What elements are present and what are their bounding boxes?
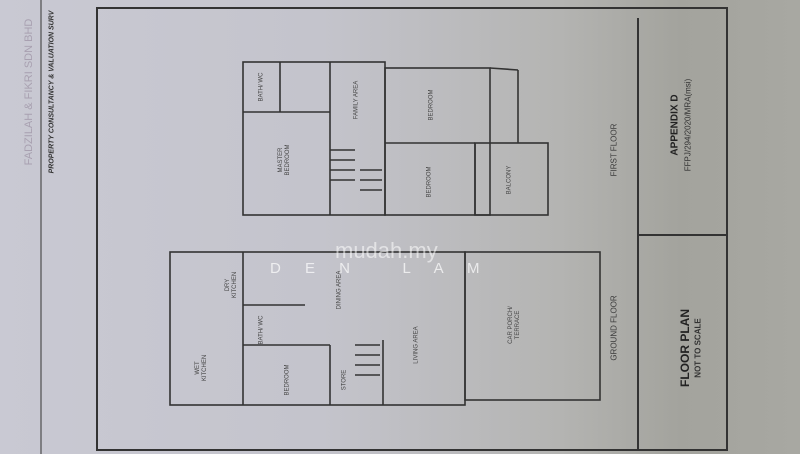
gf-wet-kitchen-label: WET KITCHEN xyxy=(195,354,208,382)
outer-border xyxy=(96,7,728,451)
appendix-label: APPENDIX D xyxy=(669,94,681,156)
first-floor-plan xyxy=(242,61,549,216)
company-tagline: PROPERTY CONSULTANCY & VALUATION SURV xyxy=(48,10,56,174)
ground-floor-plan xyxy=(169,251,601,406)
first-floor-label: FIRST FLOOR xyxy=(609,123,619,177)
ff-bedroom-top-label: BEDROOM xyxy=(428,89,435,121)
watermark-site: mudah.my xyxy=(335,238,438,263)
ff-master-label: MASTER BEDROOM xyxy=(278,144,291,176)
gf-bedroom-label: BEDROOM xyxy=(284,364,291,396)
ff-family-label: FAMILY AREA xyxy=(353,80,360,120)
ff-bedroom-mid-label: BEDROOM xyxy=(426,166,433,198)
not-to-scale: NOT TO SCALE xyxy=(693,318,703,378)
ground-floor-label: GROUND FLOOR xyxy=(609,295,619,361)
watermark-agent: D E N L A M xyxy=(270,260,490,277)
ff-balcony-label: BALCONY xyxy=(506,165,513,195)
gf-bath-label: BATH/ WC xyxy=(258,315,265,345)
gf-living-label: LIVING AREA xyxy=(413,326,420,364)
gf-store-label: STORE xyxy=(341,369,348,391)
floor-plan-title: FLOOR PLAN xyxy=(678,309,692,387)
company-name: FADZILAH & FIKRI SDN BHD xyxy=(23,18,35,166)
gf-dry-kitchen-label: DRY KITCHEN xyxy=(225,271,238,299)
ff-bath-label: BATH/ WC xyxy=(258,72,265,102)
gf-porch-label: CAR PORCH/ TERRACE xyxy=(508,306,521,344)
reference-number: FFPJ/294/2020/MRA(msi) xyxy=(683,78,693,172)
